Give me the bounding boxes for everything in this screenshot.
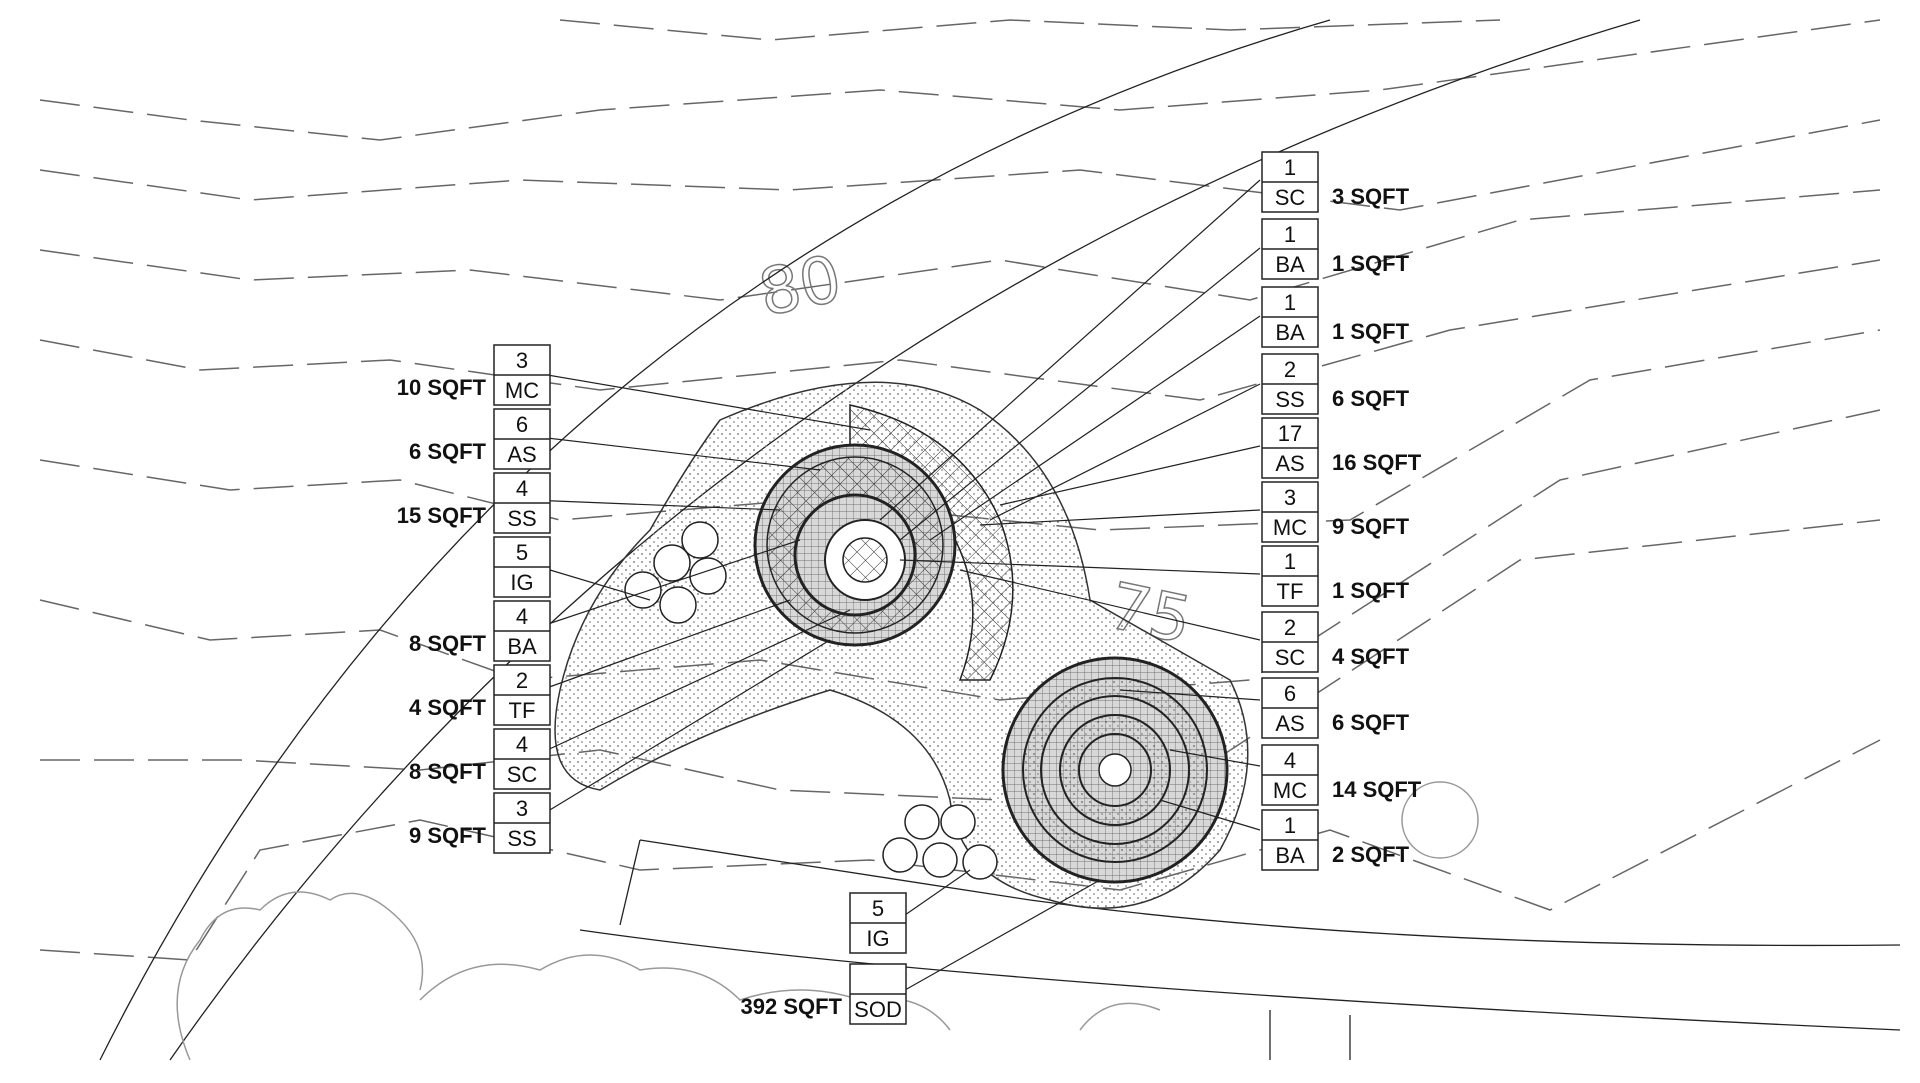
callout-qty: 6: [1284, 681, 1296, 706]
callout-qty: 1: [1284, 222, 1296, 247]
callout-qty: 5: [516, 540, 528, 565]
callout-area: 16 SQFT: [1332, 450, 1422, 475]
callout-right-11: 1 BA 2 SQFT: [1261, 809, 1410, 871]
shrub-cluster-lower: [882, 804, 998, 880]
callout-area: 1 SQFT: [1332, 319, 1410, 344]
callout-code: AS: [1275, 451, 1304, 476]
callout-bottom-2: SOD 392 SQFT: [741, 963, 907, 1025]
callout-code: SOD: [854, 997, 902, 1022]
callout-code: MC: [505, 378, 539, 403]
leader-lines: [529, 179, 1261, 991]
callout-code: BA: [507, 634, 537, 659]
callout-area: 15 SQFT: [397, 503, 487, 528]
callout-right-8: 2 SC 4 SQFT: [1261, 611, 1410, 673]
callout-qty: 1: [1284, 549, 1296, 574]
callout-qty: 3: [516, 348, 528, 373]
callout-qty: 2: [1284, 357, 1296, 382]
callout-area: 9 SQFT: [409, 823, 487, 848]
callout-qty: 4: [516, 476, 528, 501]
callout-area: 4 SQFT: [409, 695, 487, 720]
callout-area: 4 SQFT: [1332, 644, 1410, 669]
callout-left-2: 6 AS 6 SQFT: [409, 408, 551, 470]
callout-code: BA: [1275, 843, 1305, 868]
callout-code: BA: [1275, 320, 1305, 345]
callout-qty: 3: [516, 796, 528, 821]
callout-code: SS: [507, 826, 536, 851]
callout-right-7: 1 TF 1 SQFT: [1261, 545, 1410, 607]
callout-area: 1 SQFT: [1332, 578, 1410, 603]
callout-right-4: 2 SS 6 SQFT: [1261, 353, 1410, 415]
callout-left-7: 4 SC 8 SQFT: [409, 728, 551, 790]
callout-qty: 1: [1284, 290, 1296, 315]
callout-area: 8 SQFT: [409, 631, 487, 656]
callout-bottom-1: 5 IG: [849, 892, 907, 954]
callout-right-10: 4 MC 14 SQFT: [1261, 744, 1422, 806]
contour-label-80: 80: [753, 242, 848, 331]
callout-qty: 1: [1284, 813, 1296, 838]
callout-area: 392 SQFT: [741, 994, 843, 1019]
callout-code: TF: [509, 698, 536, 723]
callout-code: SS: [507, 506, 536, 531]
callout-right-1: 1 SC 3 SQFT: [1261, 151, 1410, 213]
callout-area: 6 SQFT: [1332, 386, 1410, 411]
callout-code: TF: [1277, 579, 1304, 604]
site-boundary-lines: [99, 19, 1901, 1061]
callout-qty: 2: [1284, 615, 1296, 640]
callout-area: 1 SQFT: [1332, 251, 1410, 276]
callout-code: IG: [510, 570, 533, 595]
callout-left-6: 2 TF 4 SQFT: [409, 664, 551, 726]
callout-left-8: 3 SS 9 SQFT: [409, 792, 551, 854]
callout-qty: 17: [1278, 421, 1302, 446]
callout-code: SS: [1275, 387, 1304, 412]
callout-code: AS: [1275, 711, 1304, 736]
callout-right-5: 17 AS 16 SQFT: [1261, 417, 1422, 479]
callout-qty: 4: [516, 604, 528, 629]
callout-right-9: 6 AS 6 SQFT: [1261, 677, 1410, 739]
callout-left-4: 5 IG: [493, 536, 551, 598]
callout-left-5: 4 BA 8 SQFT: [409, 600, 551, 662]
callout-area: 2 SQFT: [1332, 842, 1410, 867]
callout-code: SC: [507, 762, 538, 787]
callout-code: AS: [507, 442, 536, 467]
callout-code: MC: [1273, 515, 1307, 540]
callout-right-6: 3 MC 9 SQFT: [1261, 481, 1410, 543]
callout-area: 6 SQFT: [409, 439, 487, 464]
callout-code: SC: [1275, 185, 1306, 210]
callout-left-1: 3 MC 10 SQFT: [397, 344, 551, 406]
callout-qty: 4: [1284, 748, 1296, 773]
callout-area: 3 SQFT: [1332, 184, 1410, 209]
callout-qty: 2: [516, 668, 528, 693]
lower-spiral-bed: [1001, 656, 1229, 884]
upper-spiral-bed: [753, 404, 1014, 681]
callout-area: 10 SQFT: [397, 375, 487, 400]
callout-code: MC: [1273, 778, 1307, 803]
callout-area: 8 SQFT: [409, 759, 487, 784]
callout-right-2: 1 BA 1 SQFT: [1261, 218, 1410, 280]
callout-right-3: 1 BA 1 SQFT: [1261, 286, 1410, 348]
callout-area: 6 SQFT: [1332, 710, 1410, 735]
callout-left-3: 4 SS 15 SQFT: [397, 472, 551, 534]
callout-qty: 6: [516, 412, 528, 437]
callout-area: 14 SQFT: [1332, 777, 1422, 802]
callout-code: BA: [1275, 252, 1305, 277]
callout-qty: 5: [872, 896, 884, 921]
callout-code: SC: [1275, 645, 1306, 670]
callout-qty: 4: [516, 732, 528, 757]
callout-area: 9 SQFT: [1332, 514, 1410, 539]
callout-qty: 1: [1284, 155, 1296, 180]
callout-code: IG: [866, 926, 889, 951]
callout-qty: 3: [1284, 485, 1296, 510]
shrub-cluster-upper: [624, 521, 727, 624]
